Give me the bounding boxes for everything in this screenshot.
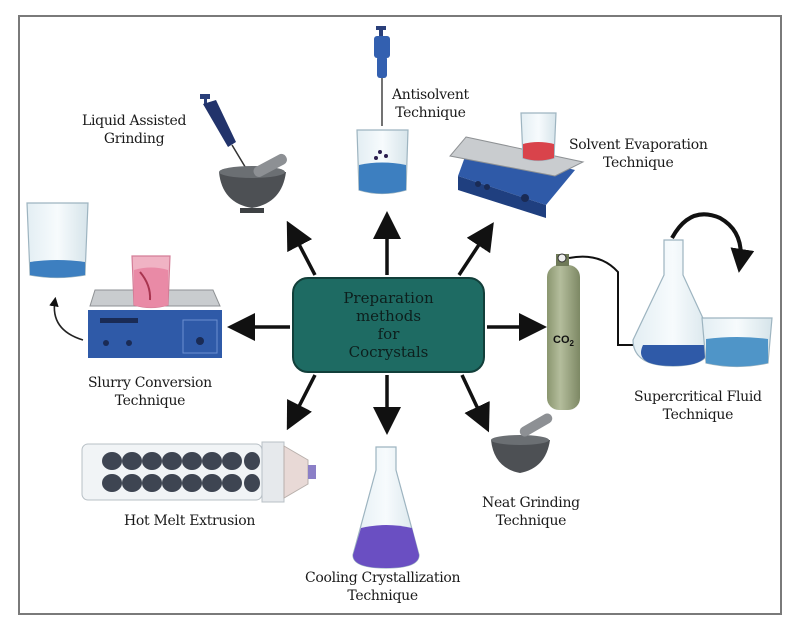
label-neat-grinding: Neat Grinding Technique [482,494,580,530]
label-supercritical-fluid: Supercritical Fluid Technique [634,388,762,424]
label-line: Technique [395,105,466,121]
label-line: Antisolvent [392,87,469,103]
center-title-line: Cocrystals [348,343,429,361]
extruder-icon [81,441,316,503]
hotplate-icon [449,136,585,218]
label-solvent-evaporation: Solvent Evaporation Technique [569,136,708,172]
label-line: Solvent Evaporation [569,137,708,153]
beaker-icon [26,202,89,279]
curved-arrow-icon [49,296,84,341]
label-cooling-crystallization: Cooling Crystallization Technique [305,569,461,605]
arrow-down-left [286,374,317,431]
erlenmeyer-flask-icon [352,446,420,569]
center-node: Preparation methods for Cocrystals [292,277,485,373]
label-line: Slurry Conversion [88,375,212,391]
center-title-line: for [377,325,400,343]
label-line: Hot Melt Extrusion [124,513,256,529]
label-line: Technique [603,155,674,171]
label-antisolvent: Antisolvent Technique [392,86,469,122]
arrow-down-right [460,374,490,433]
beaker-icon [131,255,171,309]
hotplate-icon [88,289,222,358]
label-slurry-conversion: Slurry Conversion Technique [88,374,212,410]
label-line: Supercritical Fluid [634,389,762,405]
label-line: Technique [662,407,734,423]
erlenmeyer-flask-icon [632,212,755,367]
beaker-icon [701,317,773,368]
arrow-up-left [286,220,317,276]
center-title-line: methods [355,307,422,325]
label-hot-melt-extrusion: Hot Melt Extrusion [124,512,255,530]
co2-label: CO2 [553,334,575,348]
arrows [227,211,547,435]
beaker-icon [356,129,409,195]
label-line: Technique [347,588,418,604]
center-title-line: Preparation [343,289,434,307]
label-line: Neat Grinding [482,495,580,511]
label-line: Liquid Assisted [82,113,187,129]
gas-cylinder-icon [547,253,650,410]
pipette-icon [374,26,390,126]
label-line: Cooling Crystallization [305,570,461,586]
mortar-pestle-icon [219,153,287,213]
mortar-pestle-icon [491,413,553,473]
label-line: Technique [495,513,567,529]
arrow-up-right [457,222,494,276]
label-line: Technique [114,393,186,409]
label-liquid-assisted-grinding: Liquid Assisted Grinding [82,112,186,148]
beaker-icon [520,112,557,162]
label-line: Grinding [103,131,165,147]
